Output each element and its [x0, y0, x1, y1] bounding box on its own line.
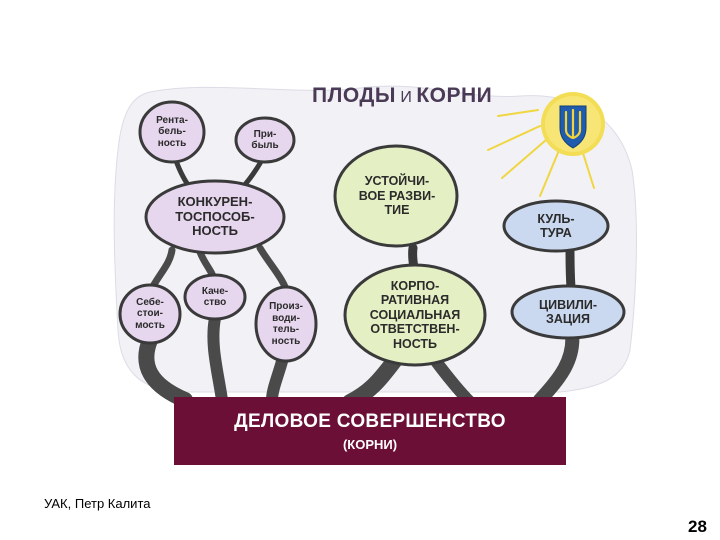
node-sebestoimost-label: Себе- стои- мость	[135, 296, 165, 331]
node-rentabelnost-label: Рента- бель- ность	[156, 114, 188, 149]
node-pribyl-label: При- быль	[251, 128, 279, 152]
title-part-3: КОРНИ	[416, 84, 493, 107]
node-kachestvo-shape	[183, 273, 247, 321]
node-civilizaciya-label: ЦИВИЛИ- ЗАЦИЯ	[538, 297, 598, 326]
footer-author: УАК, Петр Калита	[44, 496, 151, 511]
node-sebestoimost-shape	[118, 283, 182, 345]
roots-block: ДЕЛОВОЕ СОВЕРШЕНСТВО (КОРНИ)	[174, 397, 566, 465]
title-part-1: ПЛОДЫ	[312, 84, 396, 107]
node-proizvoditelnost-shape	[254, 285, 318, 363]
node-kultura-label: КУЛЬ- ТУРА	[537, 211, 575, 240]
page-number: 28	[688, 517, 707, 536]
sun-with-trident-emblem-icon	[541, 92, 605, 156]
node-rentabelnost-shape	[138, 100, 206, 164]
roots-main-label: ДЕЛОВОЕ СОВЕРШЕНСТВО	[234, 411, 506, 432]
node-ustoychivoe-shape	[333, 144, 459, 248]
node-kultura-shape	[502, 199, 610, 253]
node-korporativnaya-label: КОРПО- РАТИВНАЯ СОЦИАЛЬНАЯ ОТВЕТСТВЕН- Н…	[369, 279, 461, 351]
node-ustoychivoe-label: УСТОЙЧИ- ВОЕ РАЗВИ- ТИЕ	[358, 174, 436, 218]
node-konkurentosposobnost-label: КОНКУРЕН- ТОСПОСОБ- НОСТЬ	[175, 193, 255, 239]
node-pribyl-shape	[234, 116, 296, 164]
sun-rays	[487, 109, 595, 197]
node-civilizaciya-shape	[510, 284, 626, 340]
node-kachestvo-label: Каче- ство	[201, 285, 229, 309]
node-proizvoditelnost-label: Произ- води- тель- ность	[269, 301, 303, 347]
roots-sub-label: (КОРНИ)	[342, 437, 398, 452]
node-korporativnaya-shape	[343, 263, 487, 367]
node-konkurentosposobnost-shape	[144, 179, 286, 255]
title-part-2: И	[400, 89, 412, 106]
diagram-title: ПЛОДЫ И КОРНИ	[312, 84, 492, 108]
